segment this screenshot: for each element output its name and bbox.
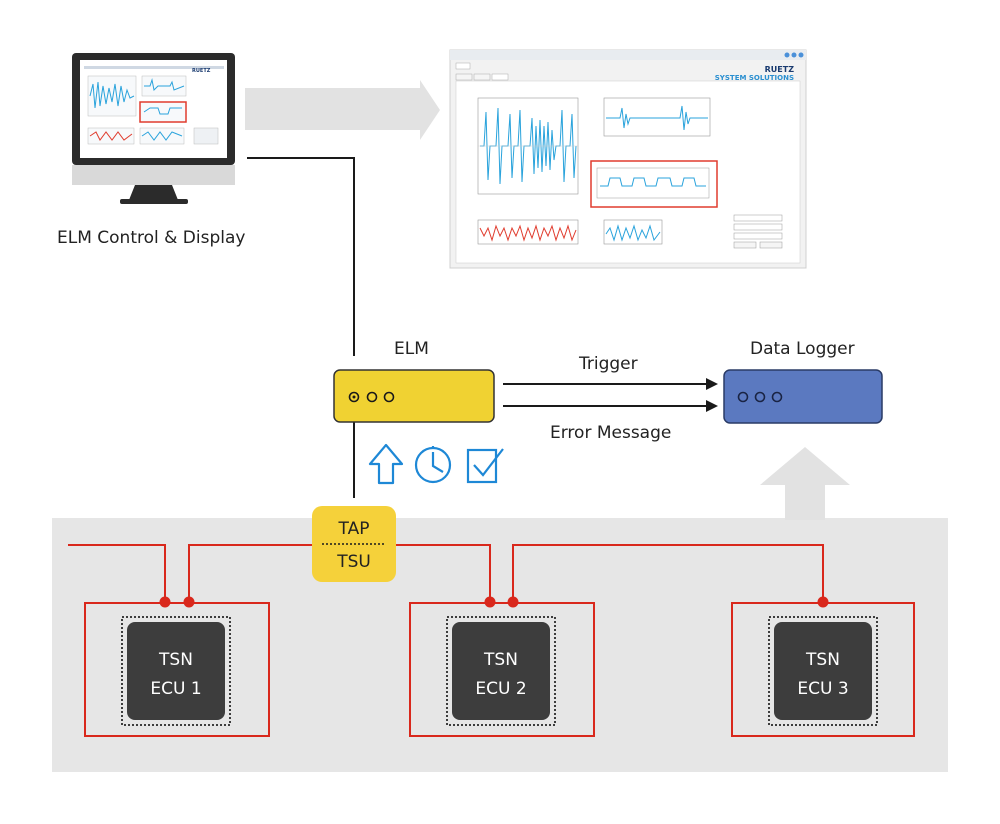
display-arrow [245,80,440,140]
ecu-2-line2: ECU 2 [475,679,527,699]
ecu-1-line1: TSN [159,650,193,670]
ecu-1-line2: ECU 1 [150,679,202,699]
svg-text:RUETZ: RUETZ [192,68,211,74]
control-connection-line [247,157,355,356]
elm-label: ELM [394,339,429,359]
ecu-2-line1: TSN [484,650,518,670]
data-logger-label: Data Logger [750,339,855,359]
screenshot-brand: RUETZ SYSTEM SOLUTIONS [700,65,794,83]
tsu-label: TSU [337,552,371,572]
arrow-up-icon [368,443,404,485]
checkmark-icon [466,448,504,484]
control-display-label: ELM Control & Display [57,228,246,248]
brand-line2: SYSTEM SOLUTIONS [714,74,794,82]
clock-icon [414,446,452,484]
elm-box [333,369,495,423]
logger-upload-arrow [760,447,850,520]
tap-label: TAP [338,519,370,539]
ecu-chips [121,616,878,726]
ecu-1-label: TSN ECU 1 [127,646,225,704]
monitor-icon: RUETZ [72,53,235,204]
ecu-3-line1: TSN [806,650,840,670]
trigger-label: Trigger [579,354,638,374]
error-message-label: Error Message [550,423,672,443]
ecu-3-label: TSN ECU 3 [774,646,872,704]
ecu-3-line2: ECU 3 [797,679,849,699]
data-logger-box [723,369,883,424]
ecu-2-label: TSN ECU 2 [452,646,550,704]
brand-line1: RUETZ [764,65,794,74]
application-screenshot [449,49,807,269]
